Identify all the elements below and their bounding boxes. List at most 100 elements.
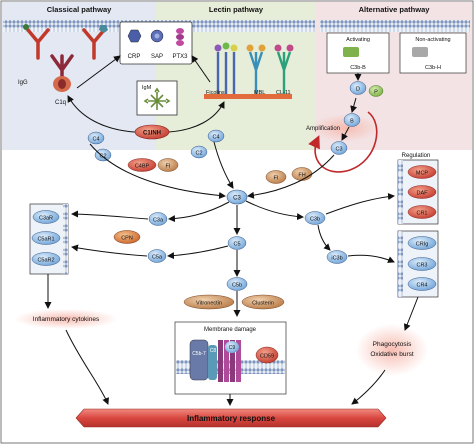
c5ar2-label: C5aR2 — [37, 258, 54, 264]
classical-pathway-title: Classical pathway — [47, 5, 112, 14]
fh-label: FH — [298, 173, 305, 179]
non-activating-box — [399, 32, 467, 74]
clusterin-label: Clusterin — [252, 301, 274, 307]
c3-central-label: C3 — [233, 196, 241, 202]
ic3b-to-receptor-arrow — [347, 254, 395, 263]
masp-bar — [204, 94, 292, 99]
regulation-membrane — [398, 160, 403, 224]
fi-left-label: FI — [166, 164, 171, 170]
cytokines-to-inflammation-arrow — [65, 329, 109, 405]
alternative-to-c3-arrow — [247, 154, 335, 199]
cr1-label: CR1 — [416, 211, 427, 217]
c1q-complex-icon — [50, 54, 74, 92]
cl11-label: CL-11 — [276, 90, 291, 96]
c3b-node — [304, 211, 326, 225]
c3a-node — [148, 212, 168, 226]
c1inh-to-c1q-arrow — [67, 95, 136, 133]
d-label: D — [356, 87, 360, 93]
c5-node — [227, 236, 247, 250]
c2-right-node — [190, 145, 208, 159]
fi-left-node — [157, 158, 179, 172]
lectin-pathway-title: Lectin pathway — [209, 5, 264, 14]
phagocytosis-glow — [356, 324, 428, 376]
anaphylatoxin-membrane — [63, 204, 68, 274]
c4-left-node — [87, 131, 105, 145]
c4-left-label: C4 — [92, 137, 99, 143]
sap-icon — [150, 29, 164, 43]
d-node — [349, 81, 367, 95]
cl11-icon — [274, 44, 294, 96]
d-to-b-arrow — [350, 97, 358, 113]
c8-label: C8 — [210, 348, 217, 354]
sap-label: SAP — [151, 54, 163, 60]
c5a-node — [147, 249, 167, 263]
igm-label: IgM — [142, 85, 152, 91]
fi-right-label: FI — [274, 176, 279, 182]
c5ar2-node — [31, 252, 61, 266]
inflammatory-cytokines-label: Inflammatory cytokines — [33, 316, 100, 323]
non-activating-label: Non-activating — [415, 37, 450, 43]
c2-left-node — [94, 148, 112, 162]
c3b-to-regulation-arrow — [325, 193, 395, 215]
c3a-to-receptor-arrow — [71, 210, 149, 220]
c3-central-node — [226, 189, 248, 205]
b-node — [343, 113, 361, 127]
cr3-node — [407, 257, 437, 271]
c1q-label: C1q — [55, 100, 66, 106]
lectin-to-c3-arrow — [213, 141, 234, 189]
mac-pore-icon — [189, 339, 241, 382]
clusterin-node — [241, 294, 285, 310]
inflammatory-response-bar — [75, 408, 387, 428]
c3-to-c3a-arrow — [168, 201, 230, 223]
vitronectin-label: Vitronectin — [196, 301, 222, 307]
cr1-node — [407, 205, 437, 219]
cpn-label: CPN — [121, 236, 133, 242]
mcp-label: MCP — [416, 171, 429, 177]
c5a-label: C5a — [152, 255, 163, 261]
activating-label: Activating — [346, 37, 370, 43]
cytokines-glow — [14, 309, 118, 329]
c5b-label: C5b — [232, 283, 242, 289]
mcp-node — [407, 165, 437, 179]
c4-right-label: C4 — [212, 135, 219, 141]
c3-to-c3b-arrow — [245, 200, 304, 221]
c5ar1-label: C5aR1 — [37, 237, 54, 243]
cr3-label: CR3 — [416, 263, 427, 269]
c1inh-label: C1INH — [143, 131, 161, 137]
inflammatory-response-label: Inflammatory response — [187, 414, 276, 423]
receptor-to-phagocytosis-arrow — [403, 296, 419, 331]
membrane-damage-label: Membrane damage — [204, 327, 257, 333]
b-label: B — [350, 119, 354, 125]
c3ar-label: C3aR — [39, 216, 53, 222]
cr4-node — [407, 277, 437, 291]
c1q-to-pentraxin-arrow — [76, 55, 121, 89]
c5-label: C5 — [233, 242, 240, 248]
oxidative-burst-label: Oxidative burst — [370, 351, 414, 358]
daf-label: DAF — [417, 191, 429, 197]
cr4-label: CR4 — [416, 283, 427, 289]
regulation-label: Regulation — [402, 153, 431, 159]
crig-label: CRIg — [416, 242, 429, 248]
cd59-node — [255, 346, 279, 364]
igg-label: IgG — [18, 80, 28, 86]
c3-alt-node — [330, 141, 348, 155]
ic3b-node — [326, 250, 348, 264]
crp-icon — [127, 29, 142, 43]
p-label: P — [374, 90, 378, 96]
crp-label: CRP — [128, 54, 141, 60]
c4bp-label: C4BP — [135, 164, 150, 170]
c5a-to-receptor-arrow — [71, 244, 148, 257]
c4bp-node — [127, 158, 157, 172]
amplification-label: Amplification — [306, 126, 340, 132]
ptx3-icon — [176, 28, 184, 46]
c3b-to-ic3b-arrow — [317, 224, 331, 251]
ptx3-label: PTX3 — [172, 54, 188, 60]
cd59-label: CD59 — [260, 354, 274, 360]
igm-pentamer-icon — [143, 87, 171, 110]
c2-right-label: C2 — [195, 151, 202, 157]
c4-right-node — [207, 129, 225, 143]
c3bb-label: C3b-B — [350, 65, 366, 71]
alternative-pathway-title: Alternative pathway — [359, 5, 431, 14]
